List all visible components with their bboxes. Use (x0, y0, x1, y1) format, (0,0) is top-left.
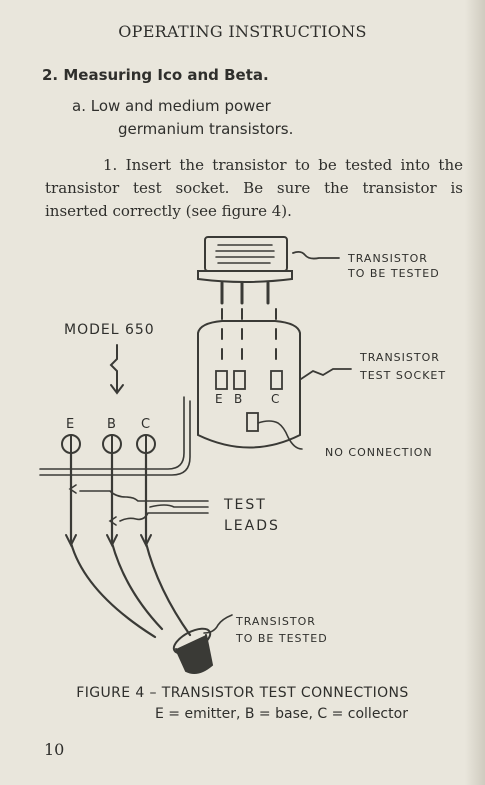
terminal-e (61, 434, 81, 454)
leader-top-transistor (292, 250, 340, 260)
label-terminal-b: B (107, 417, 116, 432)
label-socket-1: TRANSISTOR (359, 351, 440, 364)
figure-caption: FIGURE 4 – TRANSISTOR TEST CONNECTIONS (76, 685, 409, 701)
label-transistor-bottom-2: TO BE TESTED (235, 632, 328, 645)
panel-edge (39, 396, 185, 470)
model-arrow (109, 344, 118, 392)
terminal-b (102, 434, 122, 454)
leader-no-connection (257, 420, 303, 450)
subsection-heading-line1: a. Low and medium power (72, 97, 271, 115)
label-transistor-top-2: TO BE TESTED (347, 267, 440, 280)
transistor-top-icon (197, 236, 293, 305)
socket-hole-e (215, 370, 228, 390)
transistor-bottom-icon (172, 627, 214, 674)
label-socket-b: B (234, 392, 242, 406)
test-lead-b (110, 451, 164, 631)
label-test: TEST (223, 497, 267, 513)
label-leads: LEADS (224, 518, 280, 534)
socket-hole-nc (246, 412, 259, 432)
label-transistor-bottom-1: TRANSISTOR (235, 615, 316, 628)
figure-legend: E = emitter, B = base, C = collector (155, 706, 408, 722)
page-edge-shadow (465, 0, 485, 785)
socket-hole-c (270, 370, 283, 390)
label-socket-e: E (215, 392, 223, 406)
label-terminal-e: E (66, 417, 74, 432)
test-socket-body (197, 320, 301, 449)
socket-hole-b (233, 370, 246, 390)
subsection-heading-line2: germanium transistors. (118, 120, 294, 138)
section-heading: 2. Measuring Ico and Beta. (42, 66, 269, 84)
terminal-c (136, 434, 156, 454)
label-socket-2: TEST SOCKET (359, 369, 446, 382)
label-socket-c: C (271, 392, 279, 406)
label-model: MODEL 650 (64, 322, 155, 338)
leader-test-leads (79, 490, 209, 502)
page-header: OPERATING INSTRUCTIONS (118, 22, 367, 41)
label-no-connection: NO CONNECTION (325, 446, 433, 459)
leader-bottom-transistor (203, 614, 233, 634)
step-1-paragraph: 1. Insert the transistor to be tested in… (45, 154, 463, 223)
step-number: 1. (103, 156, 118, 174)
label-terminal-c: C (141, 417, 150, 432)
step-text: Insert the transistor to be tested into … (45, 156, 463, 220)
page-number: 10 (44, 740, 65, 759)
figure-4-diagram: TRANSISTOR TO BE TESTED MODEL 650 TRANSI… (39, 236, 446, 674)
label-transistor-top-1: TRANSISTOR (347, 252, 428, 265)
leader-socket (300, 368, 352, 380)
test-lead-c (144, 451, 192, 637)
test-lead-e (69, 451, 157, 639)
